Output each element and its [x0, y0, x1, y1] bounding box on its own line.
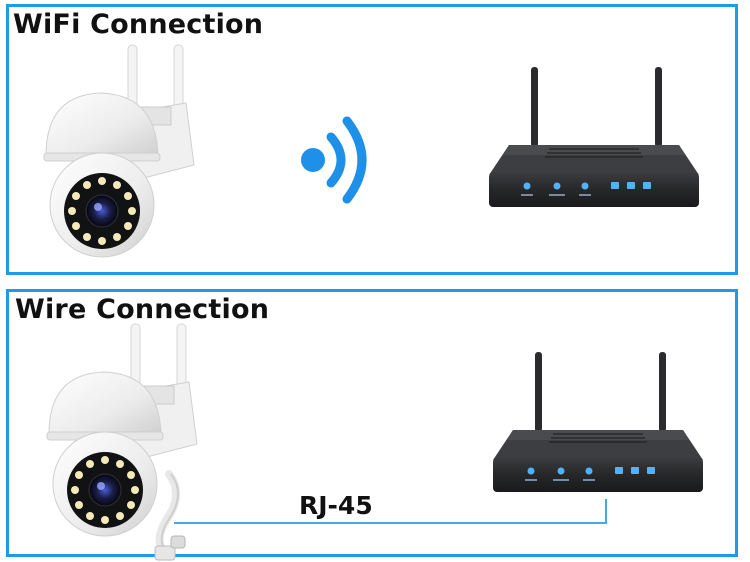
wire-connection-panel: Wire Connection RJ-45	[6, 289, 738, 561]
router-icon	[488, 66, 700, 208]
router-icon	[492, 351, 704, 493]
camera-icon	[46, 323, 198, 561]
camera-icon	[43, 44, 195, 258]
wire-connection-title: Wire Connection	[15, 294, 270, 325]
wifi-connection-panel: WiFi Connection	[6, 4, 738, 275]
rj45-label: RJ-45	[299, 491, 373, 520]
wifi-connection-title: WiFi Connection	[13, 9, 264, 40]
wifi-signal-icon	[301, 116, 367, 204]
ethernet-cable-line	[174, 499, 607, 524]
